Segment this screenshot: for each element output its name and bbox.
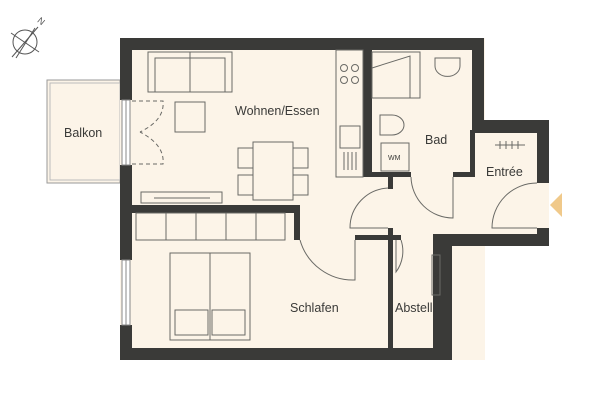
windows <box>121 99 131 326</box>
room-label-balcony: Balkon <box>64 126 102 140</box>
wardrobe <box>135 212 286 241</box>
sofa <box>147 51 233 93</box>
dining-set <box>237 141 309 201</box>
room-label-entrance: Entrée <box>486 165 523 179</box>
kitchen-counter <box>335 49 364 178</box>
room-label-living: Wohnen/Essen <box>235 104 320 118</box>
toilet-icon <box>379 114 405 136</box>
compass-icon: N <box>10 15 47 59</box>
washing-machine-label: WM <box>388 155 401 162</box>
radiator-icon <box>495 141 525 149</box>
doors <box>299 176 538 281</box>
room-label-storage: Abstell. <box>395 301 436 315</box>
balcony <box>46 79 121 184</box>
heat-meter-label: HKV <box>434 272 441 287</box>
coffee-table <box>174 101 206 133</box>
room-label-bath: Bad <box>425 133 447 147</box>
room-label-bedroom: Schlafen <box>290 301 339 315</box>
balcony-door <box>132 100 164 165</box>
entry-arrow-icon <box>550 193 562 217</box>
heat-meter <box>431 254 441 296</box>
compass-north-label: N <box>35 15 46 27</box>
walls <box>120 38 549 360</box>
sideboard <box>140 191 223 204</box>
shower <box>371 51 421 99</box>
bed <box>169 252 251 341</box>
washing-machine <box>380 142 410 172</box>
washbasin-icon <box>434 57 461 77</box>
